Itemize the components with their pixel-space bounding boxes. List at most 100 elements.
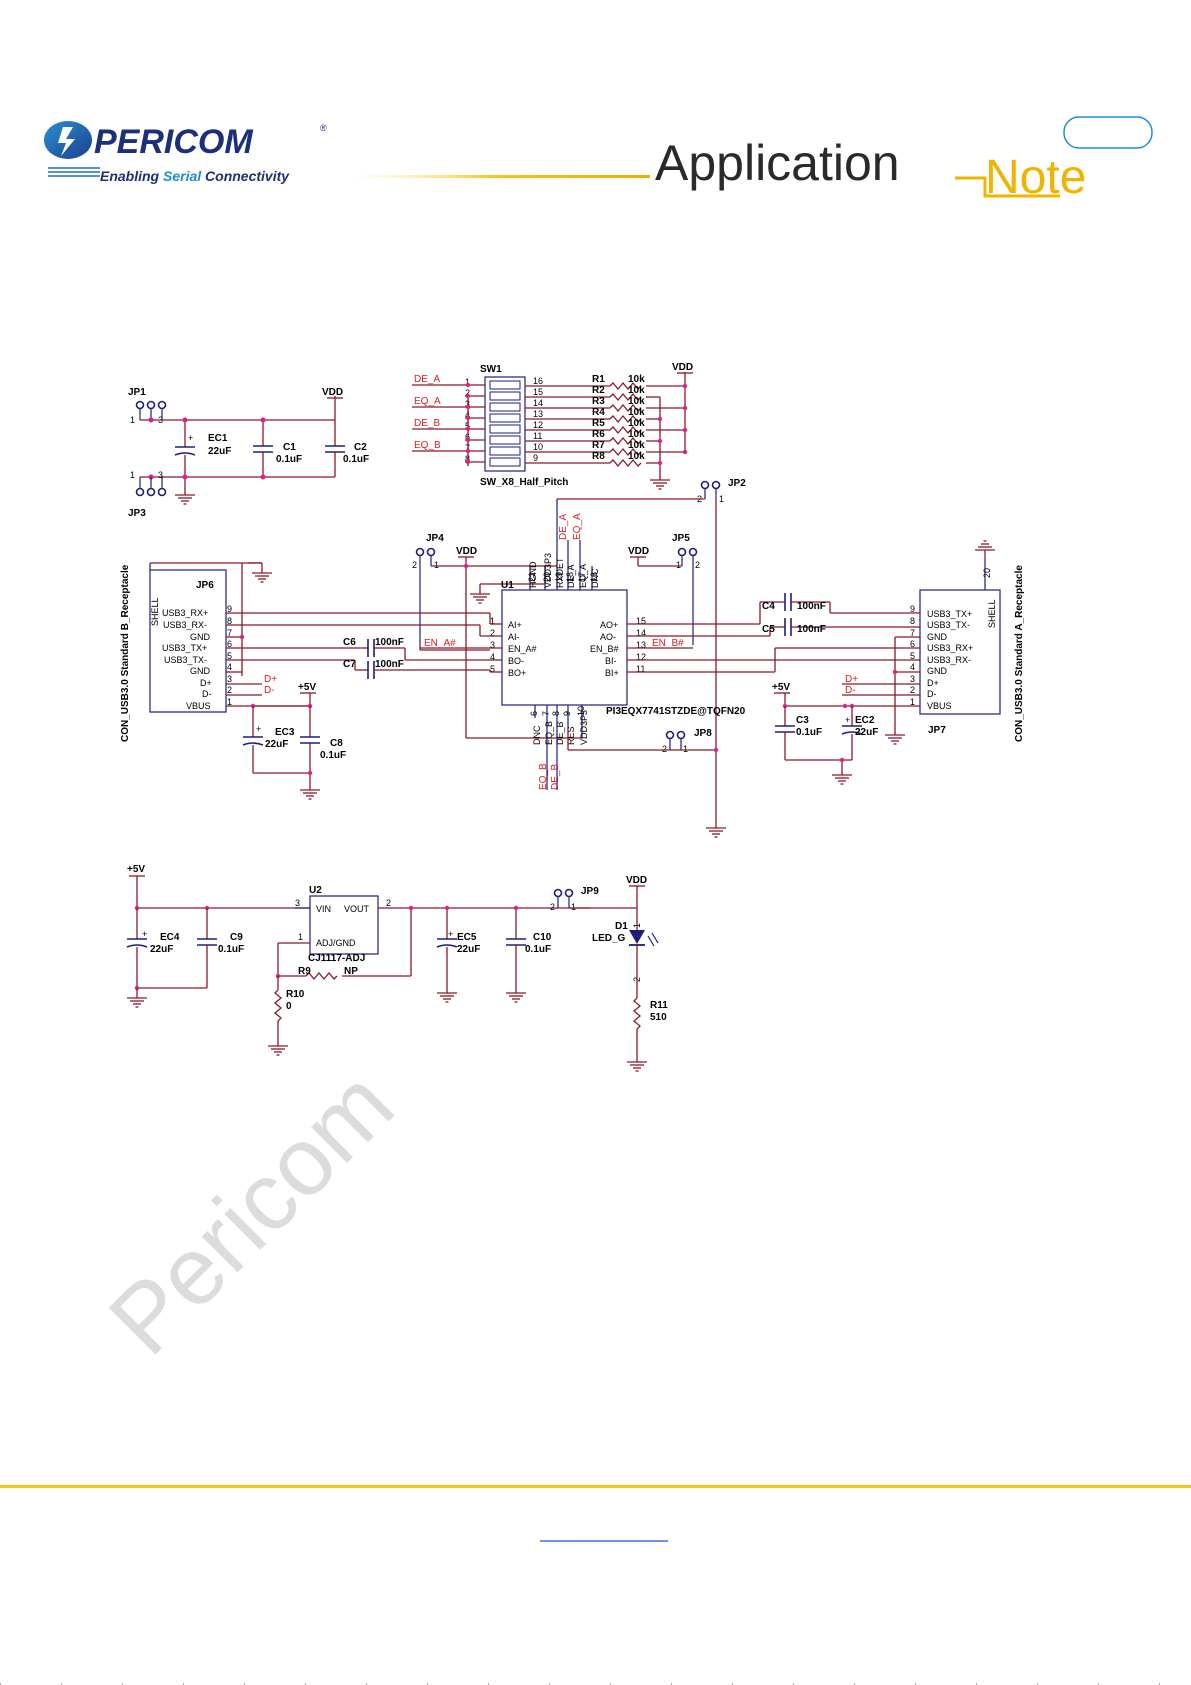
svg-text:GND: GND [190, 632, 211, 642]
jp1-pin-2[interactable] [146, 400, 156, 410]
svg-text:AO+: AO+ [600, 620, 618, 630]
jp2-pin-1[interactable] [711, 480, 721, 490]
svg-text:10: 10 [576, 706, 586, 716]
svg-text:11: 11 [533, 431, 542, 441]
jp8-pin-1[interactable] [676, 730, 686, 740]
svg-text:+: + [845, 715, 850, 725]
svg-text:D-: D- [202, 689, 212, 699]
svg-text:1: 1 [465, 377, 470, 387]
svg-text:GND: GND [927, 666, 948, 676]
svg-text:+: + [188, 433, 193, 443]
brand-name: PERICOM [94, 123, 253, 161]
svg-text:10k: 10k [628, 440, 645, 451]
footer-rule [0, 1485, 1191, 1488]
svg-text:RXDET: RXDET [555, 557, 565, 588]
svg-text:100nF: 100nF [797, 624, 826, 635]
svg-text:+: + [256, 724, 261, 734]
svg-text:D-: D- [845, 685, 856, 696]
svg-text:R8: R8 [592, 451, 605, 462]
svg-text:DE_A: DE_A [558, 514, 569, 540]
svg-text:JP7: JP7 [928, 725, 946, 736]
u2-body [309, 895, 379, 955]
svg-text:1: 1 [434, 560, 439, 570]
svg-text:R3: R3 [592, 396, 605, 407]
jp9-pin-1[interactable] [564, 888, 574, 898]
sw1-part: SW_X8_Half_Pitch [480, 477, 568, 488]
svg-text:DE_B: DE_B [550, 764, 561, 790]
svg-text:RES: RES [566, 726, 576, 745]
jp1-pin-3[interactable] [157, 400, 167, 410]
svg-text:AI+: AI+ [508, 620, 522, 630]
jp3-pin-3[interactable] [157, 487, 167, 497]
jp6-usb-b-connector: CON_USB3.0 Standard B_Receptacle JP6 SHE… [120, 562, 502, 742]
svg-text:EC1: EC1 [208, 433, 228, 444]
svg-text:BO+: BO+ [508, 668, 526, 678]
svg-text:15: 15 [636, 616, 646, 626]
svg-text:3: 3 [910, 674, 915, 684]
svg-text:GND: GND [927, 632, 948, 642]
svg-text:C3: C3 [796, 715, 809, 726]
svg-text:VDD: VDD [626, 875, 647, 886]
svg-text:8: 8 [227, 616, 232, 626]
jp3-ref: JP3 [128, 508, 146, 519]
svg-text:10k: 10k [628, 385, 645, 396]
resistor-r8 [609, 458, 642, 468]
svg-text:C7: C7 [343, 659, 356, 670]
svg-text:USB3_TX+: USB3_TX+ [162, 643, 207, 653]
jp7-body [919, 589, 1001, 715]
jp8-pin-2[interactable] [665, 730, 675, 740]
svg-text:22uF: 22uF [208, 446, 231, 457]
svg-text:D-: D- [264, 685, 275, 696]
jp2-pin-2[interactable] [700, 480, 710, 490]
page-header: PERICOM ® Enabling Serial Connectivity A… [44, 116, 1153, 204]
svg-text:16: 16 [533, 376, 543, 386]
svg-text:JP5: JP5 [672, 533, 690, 544]
jp4-pin-2[interactable] [415, 547, 425, 557]
svg-text:22uF: 22uF [457, 944, 480, 955]
svg-text:1: 1 [130, 415, 135, 425]
svg-text:CON_USB3.0 Standard A_Receptac: CON_USB3.0 Standard A_Receptacle [1014, 565, 1025, 742]
svg-text:2: 2 [465, 388, 470, 398]
svg-text:CJ1117-ADJ: CJ1117-ADJ [308, 953, 365, 964]
svg-text:HGND: HGND [528, 561, 538, 588]
svg-text:9: 9 [227, 604, 232, 614]
resistor-r4 [609, 414, 642, 424]
jp5-pin-1[interactable] [677, 547, 687, 557]
svg-text:C5: C5 [762, 624, 775, 635]
jp3-pin-1[interactable] [135, 487, 145, 497]
svg-text:USB3_RX-: USB3_RX- [927, 655, 971, 665]
svg-text:7: 7 [227, 628, 232, 638]
svg-text:8: 8 [551, 711, 561, 716]
svg-text:VDD3P3: VDD3P3 [579, 710, 589, 745]
svg-text:JP8: JP8 [694, 728, 712, 739]
svg-text:4: 4 [910, 662, 915, 672]
svg-text:EN_A#: EN_A# [508, 644, 537, 654]
jp4-pin-1[interactable] [426, 547, 436, 557]
svg-text:12: 12 [636, 652, 646, 662]
svg-text:R2: R2 [592, 385, 605, 396]
sw1-switch-levers[interactable] [489, 380, 521, 467]
svg-text:9: 9 [533, 453, 538, 463]
svg-text:VOUT: VOUT [344, 904, 370, 914]
jp1-pin-1[interactable] [135, 400, 145, 410]
svg-text:9: 9 [562, 711, 572, 716]
svg-text:0.1uF: 0.1uF [276, 454, 302, 465]
resistor-r6 [609, 436, 642, 446]
svg-text:+5V: +5V [127, 864, 145, 875]
svg-text:1: 1 [632, 923, 642, 928]
svg-text:0.1uF: 0.1uF [320, 750, 346, 761]
jp5-pin-2[interactable] [688, 547, 698, 557]
jp9-pin-2[interactable] [553, 888, 563, 898]
svg-text:1: 1 [571, 902, 576, 912]
svg-text:EQ_B: EQ_B [538, 763, 549, 790]
svg-text:EC5: EC5 [457, 932, 477, 943]
svg-text:EC3: EC3 [275, 727, 295, 738]
svg-text:C8: C8 [330, 738, 343, 749]
svg-text:BO-: BO- [508, 656, 524, 666]
svg-text:1: 1 [130, 470, 135, 480]
svg-text:R5: R5 [592, 418, 605, 429]
svg-text:14: 14 [533, 398, 543, 408]
svg-text:AO-: AO- [600, 632, 616, 642]
resistor-r9 [305, 971, 338, 981]
jp3-pin-2[interactable] [146, 487, 156, 497]
